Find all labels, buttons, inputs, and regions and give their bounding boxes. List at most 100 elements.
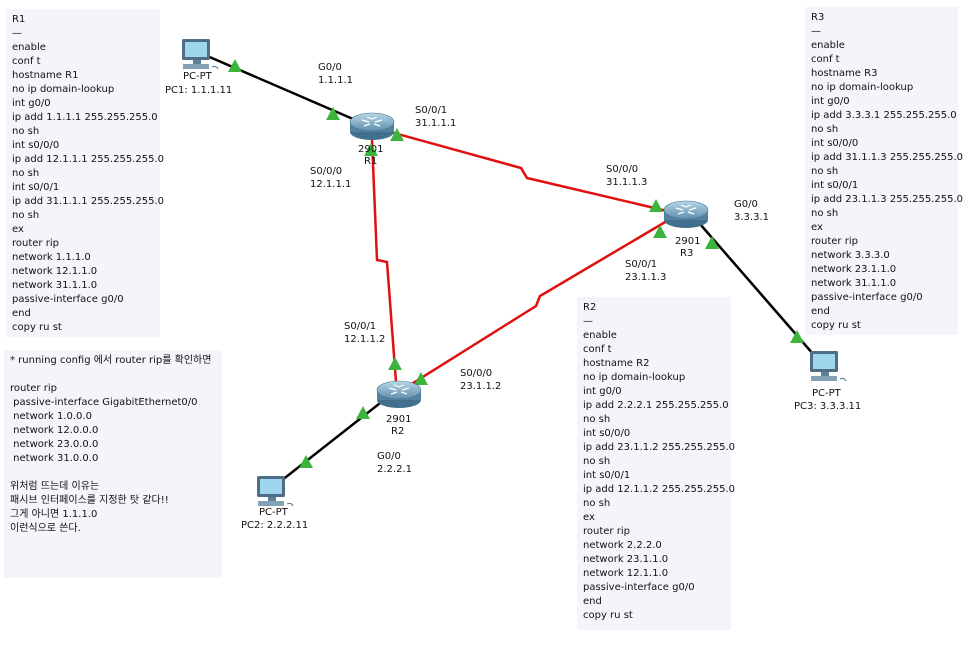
note-line: no sh [811,124,839,135]
note-line: int s0/0/1 [12,182,60,193]
link-up-triangle-icon [653,225,667,238]
note-line: no sh [12,168,40,179]
pc2-type-label: PC-PT [259,507,288,518]
note-line: no sh [811,208,839,219]
iface-line: S0/0/1 [625,259,658,270]
note-line: router rip [12,238,59,249]
note-line: network 12.0.0.0 [10,425,99,436]
router-icon[interactable] [376,380,422,409]
note-line: R2 [583,302,597,313]
note-line: network 23.0.0.0 [10,439,99,450]
note-line: int s0/0/0 [12,140,60,151]
note-line: enable [811,40,845,51]
iface-line: S0/0/0 [310,166,343,177]
note-line: ip add 31.1.1.1 255.255.255.0 [12,196,164,207]
note-line: passive-interface g0/0 [583,582,695,593]
iface-line: S0/0/0 [606,164,639,175]
iface-line: G0/0 [318,62,342,73]
note-line: no sh [811,166,839,177]
note-line: int s0/0/1 [811,180,859,191]
iface-line: S0/0/1 [344,321,377,332]
iface-r3-g0: G0/0 3.3.3.1 [734,198,769,224]
note-line: network 12.1.1.0 [12,266,98,277]
note-line: enable [583,330,617,341]
note-line: network 31.1.1.0 [811,278,897,289]
note-line: network 1.0.0.0 [10,411,92,422]
note-line: no ip domain-lookup [583,372,686,383]
router-icon[interactable] [663,200,709,229]
iface-line: S0/0/1 [415,105,448,116]
iface-line: 2.2.2.1 [377,464,412,475]
iface-line: 23.1.1.2 [460,381,502,392]
note-line: ip add 2.2.2.1 255.255.255.0 [583,400,729,411]
router-icon[interactable] [349,112,395,141]
link-up-triangle-icon [790,330,804,343]
pc-icon[interactable] [809,350,847,382]
note-line: ip add 23.1.1.2 255.255.255.0 [583,442,735,453]
note-line: int s0/0/0 [811,138,859,149]
pc-icon[interactable] [181,38,219,70]
link-r1-r3-serial [375,126,681,216]
note-line: int g0/0 [12,98,51,109]
iface-line: 3.3.3.1 [734,212,769,223]
iface-line: G0/0 [734,199,758,210]
note-line: no ip domain-lookup [811,82,914,93]
iface-line: G0/0 [377,451,401,462]
pc2-caption: PC2: 2.2.2.11 [241,520,309,531]
note-line: network 23.1.1.0 [811,264,897,275]
note-line: hostname R3 [811,68,878,79]
pc-icon[interactable] [256,475,294,507]
note-line: no sh [583,498,611,509]
note-line: conf t [811,54,840,65]
link-up-triangle-icon [414,372,428,385]
note-line: ex [811,222,823,233]
link-up-triangle-icon [228,59,242,72]
pc1-caption: PC1: 1.1.1.11 [165,85,233,96]
note-line: no sh [12,126,40,137]
note-line: router rip [583,526,630,537]
note-line: 그게 아니면 1.1.1.0 [10,509,98,520]
note-line: hostname R2 [583,358,650,369]
note-line: no sh [583,456,611,467]
note-line: ex [12,224,24,235]
link-status-group [228,59,804,468]
link-up-triangle-icon [649,199,663,212]
note-line: ip add 23.1.1.3 255.255.255.0 [811,194,963,205]
r3-model-label: 2901 [675,236,701,247]
iface-line: 31.1.1.3 [606,177,648,188]
note-line: no sh [12,210,40,221]
link-r1-r2-serial [370,139,398,383]
note-line: 이런식으로 쓴다. [10,523,81,534]
r1-model-label: 2901 [358,144,384,155]
note-line: hostname R1 [12,70,79,81]
link-up-triangle-icon [356,406,370,419]
note-line: passive-interface GigabitEthernet0/0 [10,397,198,408]
note-line: int g0/0 [583,386,622,397]
link-r3-r2-serial [401,216,673,392]
link-up-triangle-icon [388,357,402,370]
note-line: ip add 1.1.1.1 255.255.255.0 [12,112,158,123]
note-line: ex [583,512,595,523]
note-line: no ip domain-lookup [12,84,115,95]
note-line: end [583,596,602,607]
note-line: router rip [811,236,858,247]
note-line: passive-interface g0/0 [811,292,923,303]
note-line: network 31.1.1.0 [12,280,98,291]
link-up-triangle-icon [299,455,313,468]
pc1-type-label: PC-PT [183,71,212,82]
note-line: — [583,316,593,327]
note-line: R3 [811,12,825,23]
note-line: R1 [12,14,26,25]
link-up-triangle-icon [390,128,404,141]
note-line: int s0/0/1 [583,470,631,481]
r1-name-label: R1 [364,156,378,167]
iface-r3-s000: S0/0/0 31.1.1.3 [606,163,647,189]
r2-model-label: 2901 [386,414,412,425]
